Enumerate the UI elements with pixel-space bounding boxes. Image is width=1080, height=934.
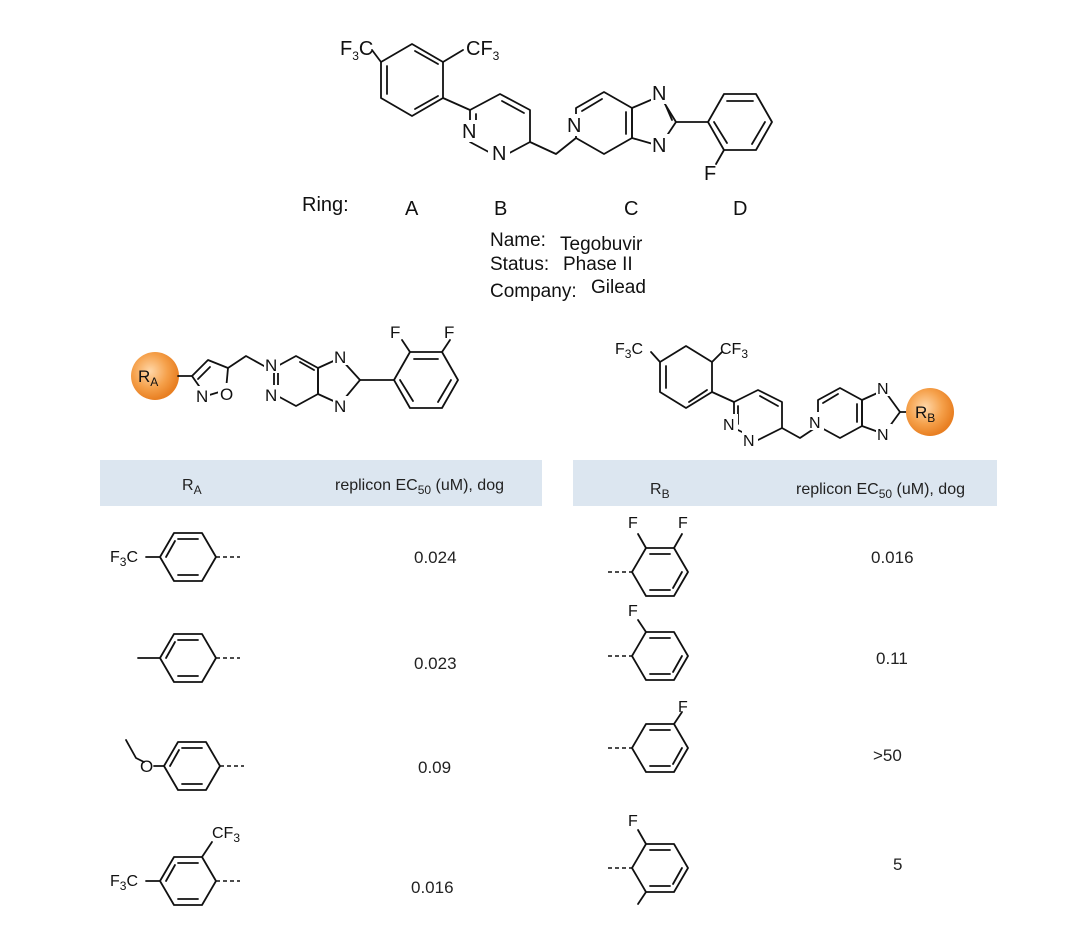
cf3-label-left: F3C: [615, 341, 643, 361]
atom-o: O: [140, 757, 153, 776]
phenyl-ring: [631, 723, 689, 773]
phenyl-ring: [159, 633, 217, 683]
cf3-label-right: CF3: [720, 341, 748, 361]
atom-n: N: [877, 427, 889, 444]
atom-f: F: [628, 515, 638, 532]
table-b-row: F >50: [608, 699, 902, 773]
name-label: Name:: [490, 230, 546, 251]
phenyl-ring: [163, 741, 221, 791]
phenyl-ring: [631, 547, 689, 597]
ring-a-benzene: [380, 43, 444, 117]
table-a-header: RA replicon EC50 (uM), dog: [100, 460, 542, 506]
cf3-label: CF3: [212, 825, 240, 845]
atom-n: N: [492, 143, 506, 165]
ring-a-label: A: [405, 198, 419, 220]
atom-n: N: [334, 397, 346, 416]
table-b-row: F 5: [608, 813, 902, 905]
ec50-value: 0.023: [414, 654, 457, 673]
table-b-row: F 0.11: [608, 603, 908, 681]
atom-n: N: [652, 135, 666, 157]
cf3-label: F3C: [110, 873, 138, 893]
cf3-label: F3C: [110, 549, 138, 569]
table-a-col-r: RA: [182, 477, 202, 497]
atom-f: F: [628, 813, 638, 830]
status-label: Status:: [490, 254, 549, 275]
cf3-label-right: CF3: [466, 38, 500, 63]
company-label: Company:: [490, 281, 577, 302]
ring-c-label: C: [624, 198, 638, 220]
atom-f: F: [678, 699, 688, 716]
ring-d-fluorophenyl: [707, 93, 773, 151]
scaffold-rb: F3C CF3 N N N N N RB: [615, 341, 954, 450]
atom-n: N: [196, 387, 208, 406]
table-b-col-ec50: replicon EC50 (uM), dog: [796, 481, 965, 501]
atom-n: N: [652, 83, 666, 105]
ec50-value: >50: [873, 746, 902, 765]
rb-label: RB: [915, 403, 935, 425]
atom-f: F: [444, 323, 454, 342]
table-a-row: F3C CF3 0.016: [110, 825, 454, 906]
atom-n: N: [567, 115, 581, 137]
atom-n: N: [743, 433, 755, 450]
atom-n: N: [265, 386, 277, 405]
atom-n: N: [265, 356, 277, 375]
phenyl-ring: [159, 532, 217, 582]
table-b-row: F F 0.016: [608, 515, 914, 597]
atom-n: N: [334, 348, 346, 367]
name-value: Tegobuvir: [560, 234, 643, 255]
rb-highlight: [906, 388, 954, 436]
scaffold-ra: RA N O N N N N F F: [131, 323, 459, 416]
atom-n: N: [462, 121, 476, 143]
atom-n: N: [877, 381, 889, 398]
atom-o: O: [220, 385, 233, 404]
ec50-value: 0.016: [411, 878, 454, 897]
ec50-value: 0.11: [876, 649, 908, 668]
ra-label: RA: [138, 367, 158, 389]
atom-f: F: [704, 163, 716, 185]
status-value: Phase II: [563, 254, 633, 275]
table-a-row: F3C 0.024: [110, 532, 457, 582]
phenyl-ring: [631, 631, 689, 681]
ring-labels: Ring: A B C D: [302, 194, 747, 220]
table-a-header-bg: [100, 460, 542, 506]
cf3-label-left: F3C: [340, 38, 373, 63]
ec50-value: 0.09: [418, 758, 451, 777]
phenyl-ring: [159, 856, 217, 906]
atom-f: F: [678, 515, 688, 532]
ring-d-label: D: [733, 198, 747, 220]
phenyl-ring: [631, 843, 689, 893]
table-a-row: 0.023: [137, 633, 457, 683]
company-value: Gilead: [591, 277, 646, 298]
table-a-row: O 0.09: [125, 739, 451, 791]
table-b-header: RB replicon EC50 (uM), dog: [573, 460, 997, 506]
compound-info: Name: Tegobuvir Status: Phase II Company…: [490, 230, 646, 302]
atom-f: F: [628, 603, 638, 620]
ring-label: Ring:: [302, 194, 349, 216]
ring-b-label: B: [494, 198, 507, 220]
table-b-col-r: RB: [650, 481, 670, 501]
ec50-value: 5: [893, 855, 902, 874]
ec50-value: 0.024: [414, 548, 457, 567]
table-a-col-ec50: replicon EC50 (uM), dog: [335, 477, 504, 497]
ec50-value: 0.016: [871, 548, 914, 567]
ra-highlight: [131, 352, 179, 400]
atom-n: N: [723, 417, 735, 434]
table-b-header-bg: [573, 460, 997, 506]
atom-f: F: [390, 323, 400, 342]
tegobuvir-structure: F3C CF3 N N N N N F: [340, 38, 773, 185]
atom-n: N: [809, 415, 821, 432]
